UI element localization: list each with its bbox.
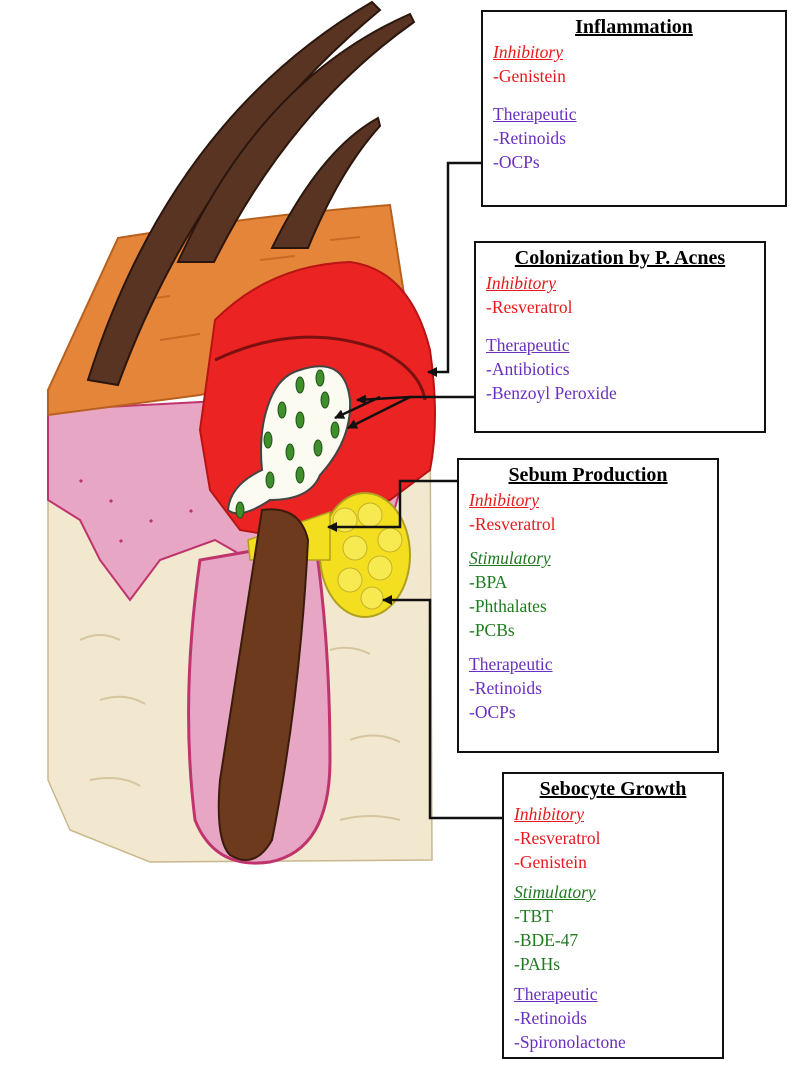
box-title: Colonization by P. Acnes	[514, 247, 726, 269]
colonization-box: Colonization by P. Acnes Inhibitory -Res…	[474, 241, 766, 433]
agent-item: -Resveratrol	[469, 514, 556, 534]
inhibitory-section: Inhibitory -Resveratrol	[486, 271, 754, 319]
arrow-colonization-3	[334, 395, 381, 420]
stimulatory-heading: Stimulatory	[469, 548, 551, 568]
therapeutic-section: Therapeutic -Antibiotics -Benzoyl Peroxi…	[486, 333, 754, 405]
agent-item: -PCBs	[469, 620, 515, 640]
p-acnes-bacteria	[235, 369, 340, 519]
hair-shaft-main	[217, 508, 310, 861]
connector-inflammation	[427, 161, 481, 377]
agent-item: -Retinoids	[514, 1008, 587, 1028]
agent-item: -TBT	[514, 906, 553, 926]
box-title: Sebocyte Growth	[539, 778, 687, 800]
inhibitory-section: Inhibitory -Genistein	[493, 40, 775, 88]
therapeutic-section: Therapeutic -Retinoids -OCPs	[469, 652, 707, 724]
inhibitory-section: Inhibitory -Resveratrol -Genistein	[514, 802, 712, 874]
agent-item: -Resveratrol	[486, 297, 573, 317]
therapeutic-heading: Therapeutic	[514, 984, 598, 1004]
agent-item: -Genistein	[493, 66, 566, 86]
inhibitory-heading: Inhibitory	[469, 490, 539, 510]
box-title: Sebum Production	[508, 464, 668, 486]
inhibitory-heading: Inhibitory	[493, 42, 563, 62]
hair-strand-3	[270, 116, 382, 249]
agent-item: -Resveratrol	[514, 828, 601, 848]
agent-item: -Antibiotics	[486, 359, 570, 379]
arrow-colonization-2	[347, 395, 411, 430]
agent-item: -Retinoids	[469, 678, 542, 698]
agent-item: -BPA	[469, 572, 508, 592]
agent-item: -OCPs	[469, 702, 516, 722]
therapeutic-heading: Therapeutic	[486, 335, 570, 355]
sebaceous-gland	[319, 492, 411, 618]
hair-strand-1	[86, 0, 382, 387]
therapeutic-section: Therapeutic -Retinoids -OCPs	[493, 102, 775, 174]
comedone-plug	[226, 365, 352, 515]
therapeutic-heading: Therapeutic	[493, 104, 577, 124]
hair-strand-2	[176, 12, 416, 263]
agent-item: -Benzoyl Peroxide	[486, 383, 617, 403]
agent-item: -Phthalates	[469, 596, 547, 616]
agent-item: -Genistein	[514, 852, 587, 872]
agent-item: -PAHs	[514, 954, 561, 974]
agent-item: -OCPs	[493, 152, 540, 172]
sebocyte-growth-box: Sebocyte Growth Inhibitory -Resveratrol …	[502, 772, 724, 1059]
therapeutic-heading: Therapeutic	[469, 654, 553, 674]
dermis-texture	[79, 634, 401, 821]
inhibitory-heading: Inhibitory	[514, 804, 584, 824]
connector-sebocyte	[382, 595, 502, 820]
stimulatory-section: Stimulatory -TBT -BDE-47 -PAHs	[514, 880, 712, 976]
sebum-production-box: Sebum Production Inhibitory -Resveratrol…	[457, 458, 719, 753]
box-title: Inflammation	[575, 16, 693, 38]
inhibitory-heading: Inhibitory	[486, 273, 556, 293]
therapeutic-section: Therapeutic -Retinoids -Spironolactone	[514, 982, 712, 1054]
agent-item: -Spironolactone	[514, 1032, 626, 1052]
inhibitory-section: Inhibitory -Resveratrol	[469, 488, 707, 536]
follicle-wall	[214, 335, 427, 401]
agent-item: -Retinoids	[493, 128, 566, 148]
stimulatory-section: Stimulatory -BPA -Phthalates -PCBs	[469, 546, 707, 642]
agent-item: -BDE-47	[514, 930, 579, 950]
inflammation-box: Inflammation Inhibitory -Genistein Thera…	[481, 10, 787, 207]
stimulatory-heading: Stimulatory	[514, 882, 596, 902]
connector-sebum	[327, 479, 457, 532]
